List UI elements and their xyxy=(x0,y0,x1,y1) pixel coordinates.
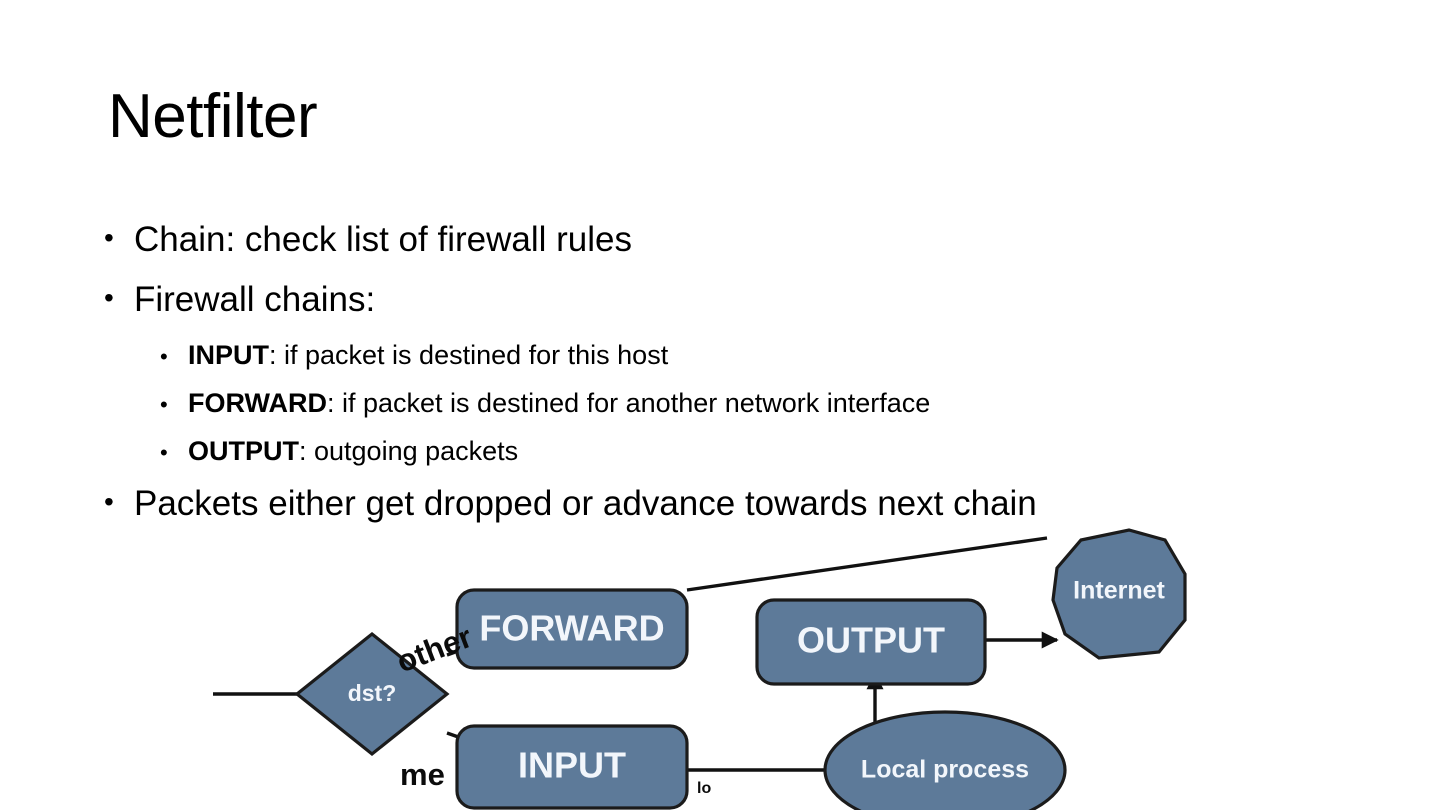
edge-forward-to-internet xyxy=(686,536,1048,592)
bullet-marker: • xyxy=(160,392,168,417)
node-local-process xyxy=(823,710,1067,810)
sub-bullet-output: • OUTPUT : outgoing packets xyxy=(160,438,1344,465)
bullet-list: • Chain: check list of firewall rules • … xyxy=(104,222,1344,546)
netfilter-packet-flow-diagram: Internet dst? FORWARD INPUT OUTPUT Local… xyxy=(185,528,1205,810)
sub-bullet-text: : outgoing packets xyxy=(299,436,519,466)
node-input xyxy=(455,724,689,810)
sub-bullet-input: • INPUT : if packet is destined for this… xyxy=(160,342,1344,369)
node-decision-label: dst? xyxy=(348,680,397,706)
bullet-marker: • xyxy=(160,440,168,465)
bullet-marker: • xyxy=(104,486,114,517)
sub-bullet-forward: • FORWARD : if packet is destined for an… xyxy=(160,390,1344,417)
bullet-item-chain: • Chain: check list of firewall rules xyxy=(104,222,1344,257)
bullet-text: Firewall chains: xyxy=(134,280,376,319)
chain-name-forward: FORWARD xyxy=(188,388,327,418)
bullet-marker: • xyxy=(104,222,114,253)
chain-name-input: INPUT xyxy=(188,340,269,370)
bullet-item-firewall-chains: • Firewall chains: xyxy=(104,282,1344,317)
node-decision-dst xyxy=(294,631,450,757)
bullet-marker: • xyxy=(160,344,168,369)
node-forward-label: FORWARD xyxy=(479,608,664,649)
node-internet xyxy=(1051,528,1187,660)
edge-label-me: me xyxy=(400,757,445,792)
node-internet-label: Internet xyxy=(1073,577,1165,605)
sub-bullet-text: : if packet is destined for this host xyxy=(269,340,669,370)
sub-bullet-text: : if packet is destined for another netw… xyxy=(327,388,931,418)
edge-label-other: other xyxy=(392,619,477,679)
bullet-text: Packets either get dropped or advance to… xyxy=(134,484,1037,523)
node-input-label: INPUT xyxy=(518,745,626,786)
node-local-process-label: Local process xyxy=(861,756,1029,784)
page-title: Netfilter xyxy=(108,82,318,151)
node-forward xyxy=(455,588,689,670)
bullet-text: Chain: check list of firewall rules xyxy=(134,220,632,259)
bullet-item-packets: • Packets either get dropped or advance … xyxy=(104,486,1344,521)
node-output-label: OUTPUT xyxy=(797,620,945,661)
sub-bullet-list: • INPUT : if packet is destined for this… xyxy=(104,342,1344,465)
edge-label-loopback: lo xyxy=(697,780,711,797)
bullet-marker: • xyxy=(104,282,114,313)
node-output xyxy=(755,598,987,686)
chain-name-output: OUTPUT xyxy=(188,436,299,466)
